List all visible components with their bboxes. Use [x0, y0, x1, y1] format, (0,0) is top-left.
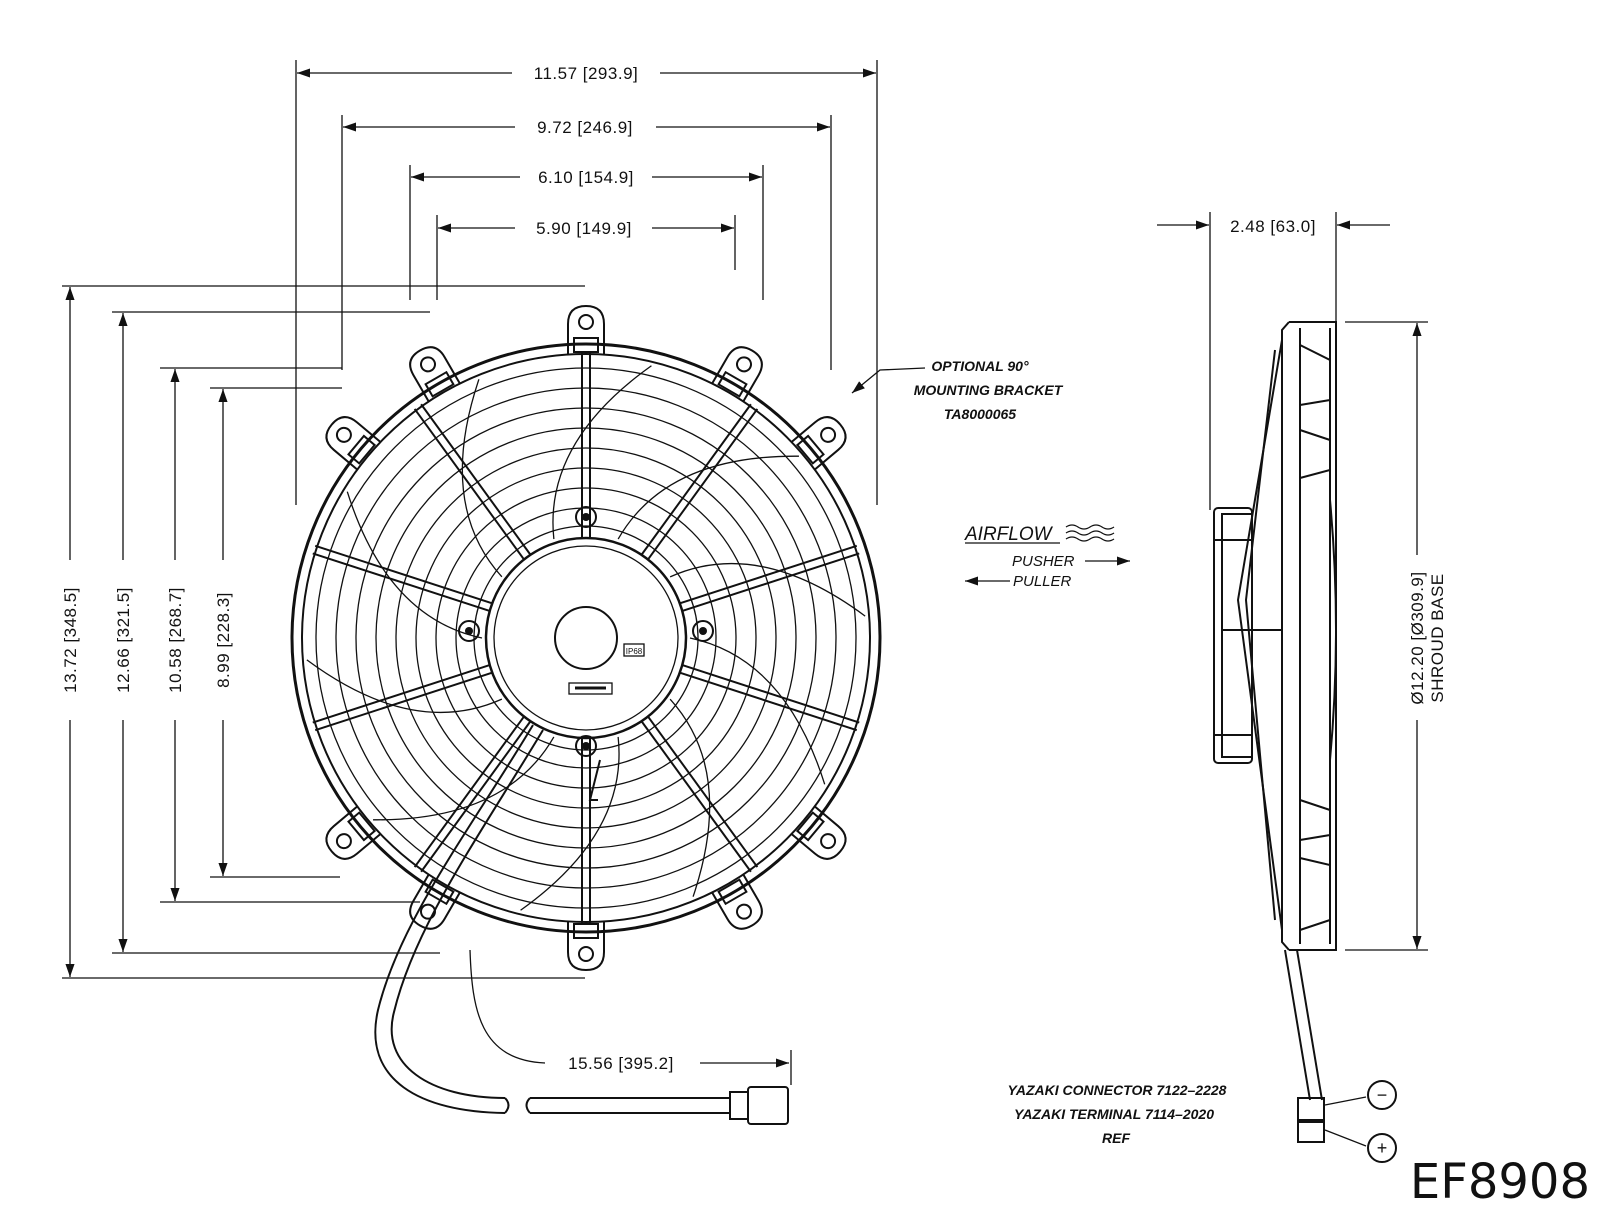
fan-blade-edge: [617, 455, 799, 540]
mounting-tab: [409, 346, 461, 402]
lead-dim-leader: [469, 949, 546, 1064]
connector-note-line1: YAZAKI CONNECTOR 7122–2228: [1008, 1082, 1227, 1098]
bracket-note-line2: MOUNTING BRACKET: [914, 382, 1064, 398]
motor-housing-inner: [493, 545, 679, 731]
motor-badge: IP68: [623, 643, 645, 657]
positive-terminal-icon: +: [1367, 1133, 1397, 1163]
dim-overall-height: 13.72 [348.5]: [61, 587, 80, 693]
fan-blade-edge: [306, 659, 503, 714]
guard-ring: [415, 467, 757, 809]
negative-terminal-icon: −: [1367, 1080, 1397, 1110]
motor-housing: [484, 536, 688, 740]
puller-label: PULLER: [1013, 573, 1072, 590]
mounting-tab: [567, 304, 605, 354]
part-number: EF8908: [1410, 1154, 1590, 1210]
dim-height-3: 10.58 [268.7]: [166, 587, 185, 693]
guard-ring: [435, 487, 737, 789]
fan-blade-edge: [669, 698, 711, 897]
shroud-inner-ring: [301, 353, 871, 923]
shroud-spoke: [679, 544, 860, 612]
mounting-tabs: [325, 304, 847, 972]
shroud-spoke: [581, 738, 591, 924]
guard-ring: [335, 387, 837, 889]
dim-shroud-diameter: Ø12.20 [Ø309.9]: [1408, 571, 1427, 704]
hub-bolt-right: [692, 620, 714, 642]
mounting-tab: [711, 874, 763, 930]
fan-blade-edge: [461, 379, 503, 578]
mounting-tab: [325, 805, 381, 860]
shroud-spoke: [581, 352, 591, 538]
motor-shaft-boss: [554, 606, 618, 670]
fan-blade-edge: [520, 736, 620, 911]
guard-ring: [315, 367, 857, 909]
svg-text:+: +: [1377, 1138, 1388, 1158]
vertical-dimension-lines: [65, 287, 228, 977]
dim-inner-bolt-width: 5.90 [149.9]: [536, 219, 632, 238]
svg-text:IP68: IP68: [626, 647, 643, 656]
dim-lead-length: 15.56 [395.2]: [568, 1054, 674, 1073]
dim-height-2: 12.66 [321.5]: [114, 587, 133, 693]
shroud-spoke: [640, 403, 759, 561]
fan-blade-edge: [373, 736, 555, 821]
mounting-tab: [325, 416, 381, 471]
shroud-spokes: [312, 352, 860, 924]
horizontal-dimension-lines: [297, 68, 876, 233]
guard-ring: [395, 447, 777, 829]
extension-lines: [62, 60, 878, 979]
shroud-outer-ring: [290, 342, 882, 934]
dim-shroud-label: SHROUD BASE: [1428, 573, 1447, 702]
shroud-spoke: [413, 715, 532, 873]
hub-bolt-top: [575, 506, 597, 528]
dim-height-4: 8.99 [228.3]: [214, 592, 233, 688]
mounting-tab: [791, 416, 847, 471]
front-view: 11.57 [293.9] 9.72 [246.9] 6.10 [154.9] …: [61, 60, 1064, 1125]
power-lead: [374, 724, 789, 1125]
dim-depth: 2.48 [63.0]: [1230, 217, 1316, 236]
fan-blade-edge: [689, 637, 826, 785]
hub-bolt-left: [458, 620, 480, 642]
airflow-legend: AIRFLOW PUSHER PULLER: [964, 524, 1130, 590]
mounting-tab: [791, 805, 847, 860]
connector-note-line2: YAZAKI TERMINAL 7114–2020: [1014, 1106, 1214, 1122]
shroud-side-profile: [1213, 321, 1337, 1143]
dim-outer-bolt-width: 9.72 [246.9]: [537, 118, 633, 137]
mounting-tab: [711, 346, 763, 402]
airflow-wave-icon: [1065, 524, 1115, 542]
guard-ring: [355, 407, 817, 869]
mounting-tab: [409, 874, 461, 930]
dim-overall-width: 11.57 [293.9]: [534, 64, 639, 83]
hub-bolts: [458, 506, 714, 757]
connector-note-line3: REF: [1102, 1130, 1130, 1146]
pusher-label: PUSHER: [1012, 553, 1075, 570]
shroud-spoke: [679, 664, 860, 732]
fan-blades: [306, 365, 866, 911]
bracket-leader: [851, 367, 926, 394]
svg-text:−: −: [1377, 1085, 1388, 1105]
shroud-spoke: [312, 544, 493, 612]
side-view: 2.48 [63.0]: [1008, 212, 1447, 1163]
airflow-label: AIRFLOW: [964, 524, 1054, 545]
shroud-spoke: [312, 664, 493, 732]
fan-blade-edge: [552, 365, 652, 540]
shroud-spoke: [413, 403, 532, 561]
hub-bolt-bottom: [575, 735, 597, 757]
dim-mid-bolt-width: 6.10 [154.9]: [538, 168, 634, 187]
shroud-spoke: [640, 715, 759, 873]
mounting-tab: [567, 922, 605, 972]
motor-label-plate: [568, 682, 613, 695]
fan-blade-edge: [669, 562, 866, 617]
bracket-note-line1: OPTIONAL 90°: [931, 358, 1029, 374]
bracket-note-line3: TA8000065: [944, 406, 1016, 422]
